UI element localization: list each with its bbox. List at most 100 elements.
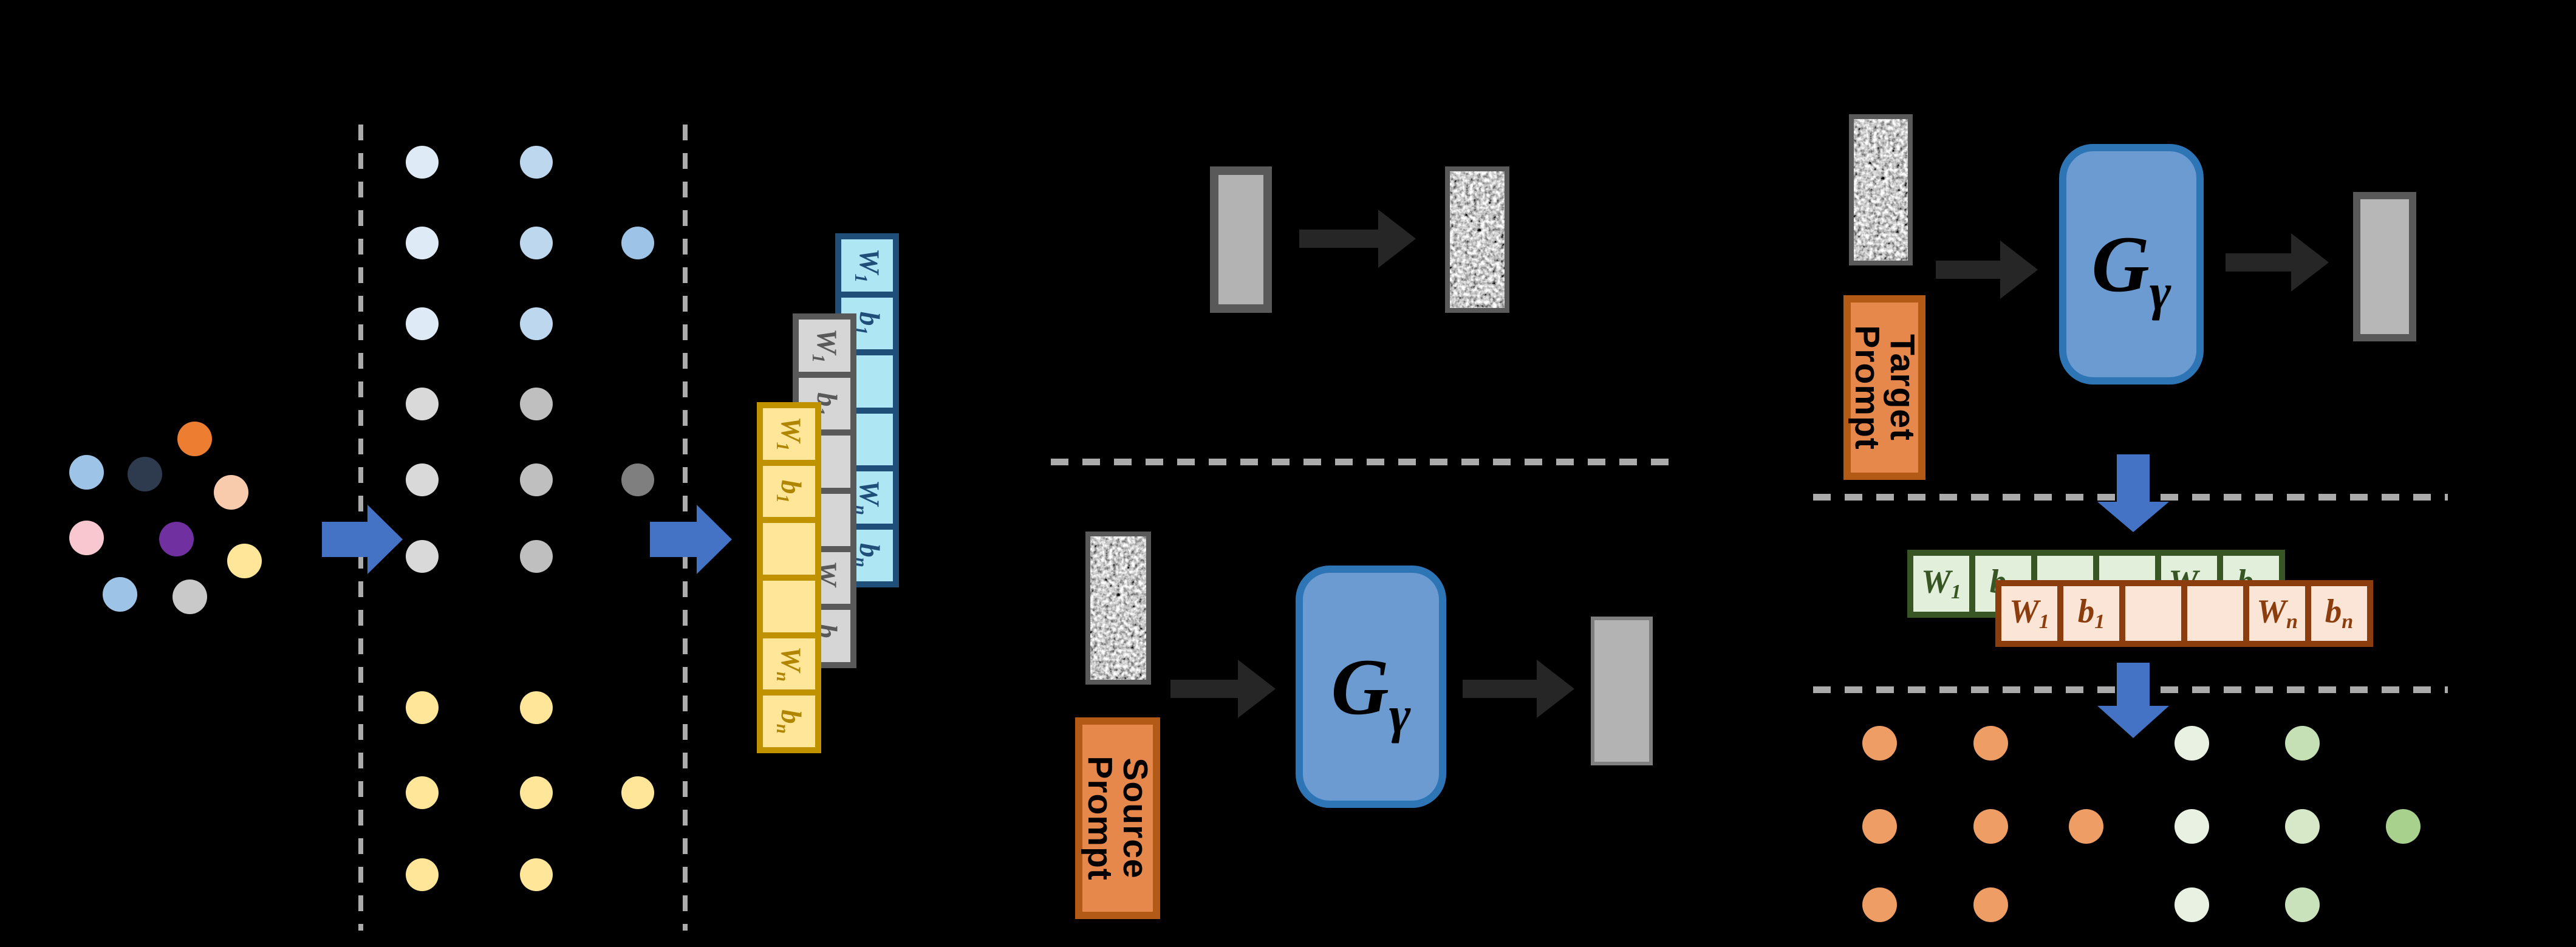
arrow-head — [1378, 210, 1416, 268]
target-param-dot — [2284, 809, 2320, 844]
param-dot — [406, 463, 439, 496]
weight-cell: bn — [2305, 586, 2367, 641]
forward-diffusion-arrow-icon — [1299, 210, 1416, 268]
weight-cell: W1 — [841, 239, 893, 292]
noise-texture — [1450, 171, 1505, 308]
param-dot — [406, 307, 439, 340]
param-dot — [520, 540, 553, 573]
arrow-shaft — [1299, 230, 1378, 248]
target-param-dot — [2174, 809, 2209, 844]
arrow-head — [2097, 502, 2169, 532]
generated-weight-vector — [2353, 192, 2416, 341]
target-param-dot — [1862, 887, 1897, 922]
arrow-shaft — [1936, 261, 2000, 279]
target-param-dot — [2284, 887, 2320, 922]
weight-cell — [799, 488, 850, 546]
target-param-dot — [1862, 725, 1897, 761]
target-param-dot — [1973, 725, 2008, 761]
model-dot — [177, 421, 212, 456]
weight-cell — [2119, 586, 2181, 641]
generator-output-arrow-icon — [1463, 660, 1574, 718]
arrow-shaft — [322, 522, 367, 557]
model-dot — [172, 579, 207, 614]
weight-cell: bn — [763, 689, 815, 747]
weight-cell-label: W1 — [772, 417, 807, 451]
arrow-shaft — [650, 522, 697, 557]
target-param-dot — [2174, 887, 2209, 922]
target-param-dot — [2385, 809, 2421, 844]
model-dot — [127, 456, 162, 491]
param-dot — [520, 146, 553, 179]
arrow-shaft — [2117, 454, 2150, 502]
param-dot — [406, 691, 439, 724]
generator-box: Gγ — [2059, 144, 2204, 385]
param-dot — [621, 776, 654, 809]
weight-cell-label: W1 — [2009, 592, 2049, 634]
weight-cell-label: W1 — [850, 248, 885, 282]
weight-cell: b1 — [799, 371, 850, 430]
noised-weight-vector — [1445, 166, 1509, 313]
weight-cell-label: Wn — [2257, 592, 2298, 634]
arrow-head — [697, 505, 732, 574]
arrow-shaft — [2117, 663, 2150, 706]
weight-cell — [841, 349, 893, 408]
arrow-head — [2000, 241, 2038, 299]
param-dot — [406, 540, 439, 573]
model-dot — [102, 576, 137, 612]
param-dot — [520, 227, 553, 259]
weight-cell: W1 — [799, 320, 850, 372]
param-dot — [406, 776, 439, 809]
clean-weight-vector — [1210, 166, 1272, 313]
target-param-dot — [2068, 809, 2103, 844]
input-noise-vector — [1085, 532, 1151, 685]
weight-cell — [763, 575, 815, 632]
target-param-dot — [2284, 725, 2320, 761]
param-dot — [520, 388, 553, 420]
weight-cell: b1 — [2057, 586, 2119, 641]
arrow-head — [367, 505, 403, 574]
target-param-dot — [1862, 809, 1897, 844]
param-dot — [406, 227, 439, 259]
noise-to-generator-arrow-icon — [1936, 241, 2038, 299]
weight-cell-label: b1 — [772, 479, 807, 504]
weight-cell-label: W1 — [808, 328, 842, 363]
model-dot — [227, 543, 262, 578]
param-dot — [520, 307, 553, 340]
arrow-head — [2291, 233, 2329, 292]
dashed-divider-middle — [1051, 459, 1683, 465]
weight-cell: W1 — [763, 408, 815, 460]
target-param-dot — [2174, 725, 2209, 761]
weight-cell-label: b1 — [2077, 592, 2105, 634]
target-param-dot — [1973, 887, 2008, 922]
weight-cell-label: bn — [772, 709, 807, 734]
generator-output-arrow-icon — [2226, 233, 2329, 292]
weight-cell: W1 — [1913, 556, 1969, 612]
generator-box: Gγ — [1296, 566, 1446, 808]
generator-label: Gγ — [1331, 641, 1411, 744]
param-dot — [520, 691, 553, 724]
arrow-shaft — [1170, 680, 1238, 698]
weight-cell — [799, 429, 850, 488]
weight-cell — [841, 407, 893, 466]
weight-cell: b1 — [841, 291, 893, 350]
weight-cell: bn — [841, 523, 893, 582]
generator-label: Gγ — [2091, 219, 2171, 321]
noise-texture — [1854, 119, 1908, 261]
weight-cell — [763, 517, 815, 575]
param-dot — [520, 858, 553, 891]
param-dot — [520, 776, 553, 809]
arrow-shaft — [1463, 680, 1537, 698]
param-dot — [406, 388, 439, 420]
param-dot — [621, 227, 654, 259]
weight-cell: Wn — [841, 465, 893, 524]
weight-cell-label: W1 — [1921, 562, 1961, 604]
generated-weight-vector — [1591, 617, 1653, 765]
weight-cell: Wn — [2243, 586, 2305, 641]
input-noise-vector — [1849, 114, 1913, 265]
